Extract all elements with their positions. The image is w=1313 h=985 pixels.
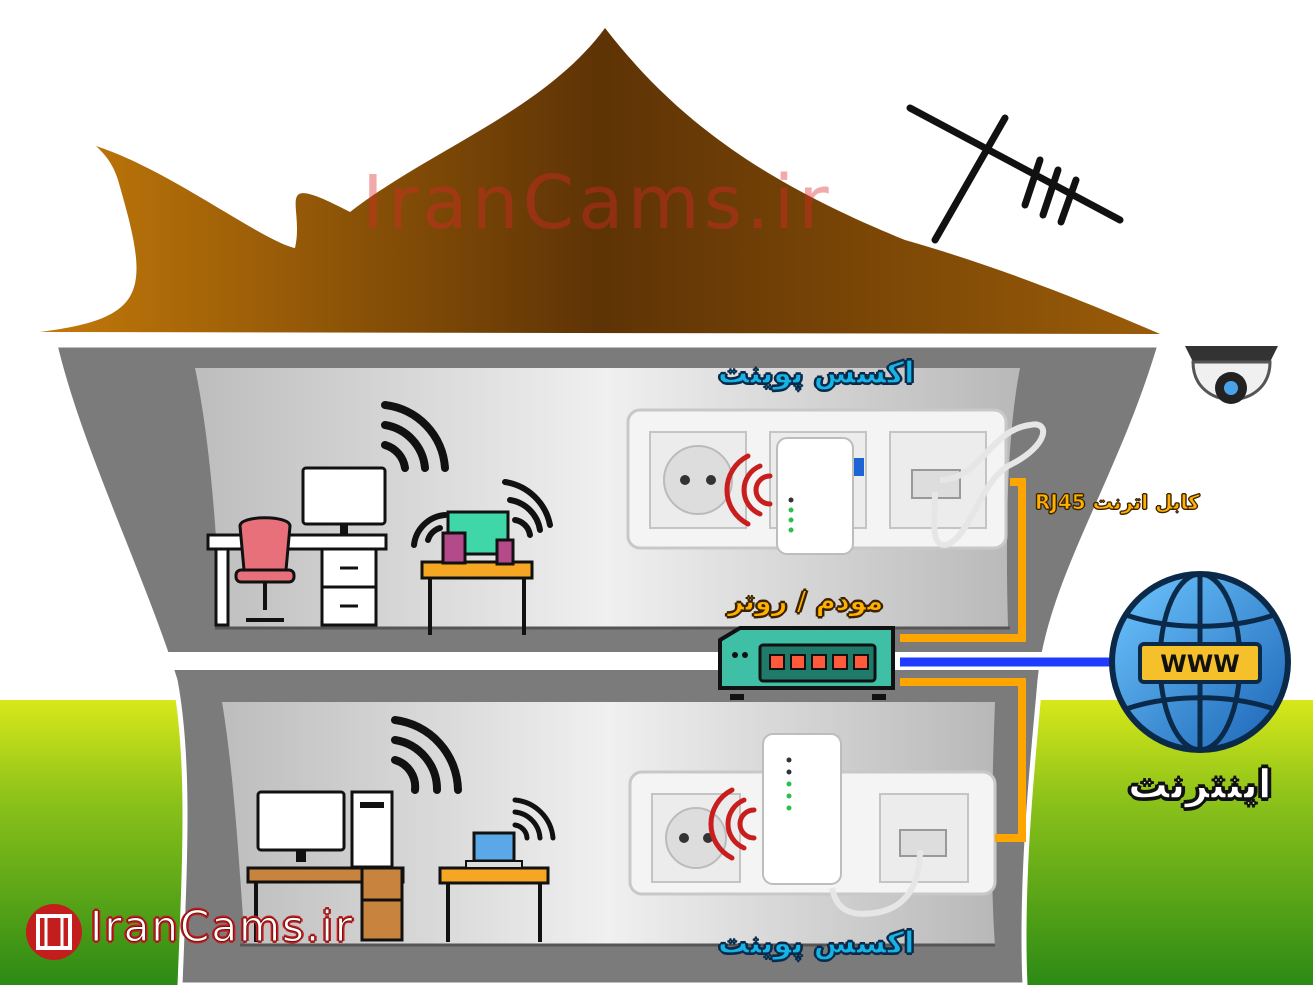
wifi-icon [724, 453, 773, 527]
access-point-bottom-label: اکسس پوینت [717, 925, 915, 961]
internet-label: اینترنت [1127, 761, 1272, 809]
wifi-icon [381, 401, 449, 472]
watermark-text: IranCams.ir [362, 160, 833, 246]
wifi-icon [512, 797, 556, 841]
brand-logo-icon [26, 904, 82, 960]
office-chair-icon [234, 516, 296, 622]
desk-icon [438, 866, 550, 942]
desk-icon [206, 533, 388, 627]
desk-icon [246, 866, 405, 942]
laptop-icon [465, 831, 523, 869]
ethernet-cable [900, 478, 1026, 842]
access-point-icon [776, 437, 854, 555]
cctv-camera-icon [1185, 346, 1278, 404]
globe-icon [1109, 571, 1291, 753]
ethernet-cable-label: کابل اترنت RJ45 [1035, 490, 1200, 515]
desk-icon [420, 560, 534, 635]
roof-antenna-icon [906, 104, 1124, 244]
router-label: مودم / روتر [727, 586, 884, 618]
desktop-computer-icon [256, 790, 394, 869]
www-label: WWW [1160, 650, 1239, 678]
patch-cable-top [931, 421, 1047, 549]
brand-text: IranCams.ir [89, 902, 355, 952]
tablet-icon [441, 510, 515, 566]
wifi-icon [708, 787, 757, 861]
grass-right [1020, 700, 1313, 985]
router-icon [718, 626, 895, 700]
access-point-top-label: اکسس پوینت [717, 355, 915, 391]
roof-fill [40, 28, 1160, 334]
wifi-icon [391, 716, 462, 794]
desktop-computer-icon [301, 466, 387, 535]
wifi-icon [411, 479, 553, 548]
patch-cable-bottom [829, 849, 923, 917]
access-point-icon [762, 733, 842, 885]
